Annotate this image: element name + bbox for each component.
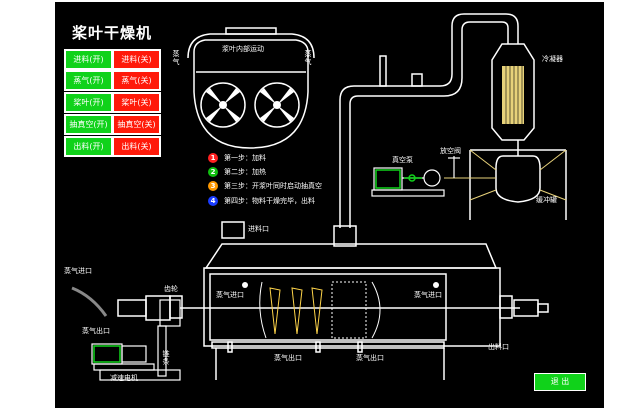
buffer-tank	[495, 155, 541, 203]
step-4-badge: 4	[208, 196, 218, 206]
vapor-pipe-inner	[349, 21, 509, 228]
vacuum-off-button[interactable]: 抽真空(关)	[112, 114, 161, 135]
label-vent-valve: 放空阀	[440, 147, 461, 155]
label-paddle-inside: 浆叶内部运动	[222, 45, 264, 53]
label-vacuum-pump: 真空泵	[392, 156, 413, 164]
vapor-outlet-flange	[333, 225, 357, 247]
label-reducer-motor: 减速电机	[110, 374, 138, 382]
exit-button[interactable]: 退 出	[534, 373, 586, 391]
step-3: 3 第三步：开浆叶同时启动抽真空	[208, 181, 322, 191]
vessel-cross-section	[193, 39, 309, 149]
label-steam-inlet-1: 蒸气进口	[216, 291, 244, 299]
label-steam-inlet-left: 蒸气进口	[64, 267, 92, 275]
step-2: 2 第二步：加热	[208, 167, 266, 177]
label-steam-right: 蒸气	[304, 50, 312, 66]
label-buffer-tank: 缓冲罐	[536, 196, 557, 204]
label-steam-outlet-left: 蒸气出口	[82, 327, 110, 335]
dryer-body	[203, 267, 501, 347]
label-steam-outlet-1: 蒸气出口	[274, 354, 302, 362]
step-1-badge: 1	[208, 153, 218, 163]
label-steam-inlet-2: 蒸气进口	[414, 291, 442, 299]
dryer-hood	[204, 243, 498, 269]
feed-off-button[interactable]: 进料(关)	[112, 49, 161, 70]
vapor-pipe-outer	[339, 13, 519, 228]
step-2-text: 第二步：加热	[224, 168, 266, 176]
condenser-tubes	[502, 66, 524, 124]
step-3-text: 第三步：开浆叶同时启动抽真空	[224, 182, 322, 190]
label-gear: 齿轮	[164, 285, 178, 293]
step-2-badge: 2	[208, 167, 218, 177]
label-chain: 链条	[162, 350, 170, 366]
vacuum-pump-motor	[373, 167, 403, 191]
vessel-top-flange	[225, 27, 277, 35]
vacuum-pump-head	[423, 169, 441, 187]
paddle-wheel-left	[200, 82, 246, 128]
steam-hose	[71, 286, 108, 317]
steam-off-button[interactable]: 蒸气(关)	[112, 70, 161, 91]
step-1: 1 第一步：加料	[208, 153, 266, 163]
step-3-badge: 3	[208, 181, 218, 191]
page-title: 桨叶干燥机	[72, 24, 153, 42]
drive-chain	[157, 325, 167, 377]
condenser-shell	[491, 43, 535, 141]
step-4: 4 第四步：物料干燥完毕，出料	[208, 196, 315, 206]
paddle-off-button[interactable]: 桨叶(关)	[112, 92, 161, 113]
reducer-motor	[91, 343, 123, 365]
discharge-off-button[interactable]: 出料(关)	[112, 136, 161, 157]
label-steam-outlet-2: 蒸气出口	[356, 354, 384, 362]
label-discharge-port: 出料口	[488, 343, 509, 351]
step-1-text: 第一步：加料	[224, 154, 266, 162]
paddle-wheel-right	[254, 82, 300, 128]
label-feed-port: 进料口	[248, 225, 269, 233]
step-4-text: 第四步：物料干燥完毕，出料	[224, 197, 315, 205]
label-steam-left: 蒸气	[172, 50, 180, 66]
label-condenser: 冷凝器	[542, 55, 563, 63]
